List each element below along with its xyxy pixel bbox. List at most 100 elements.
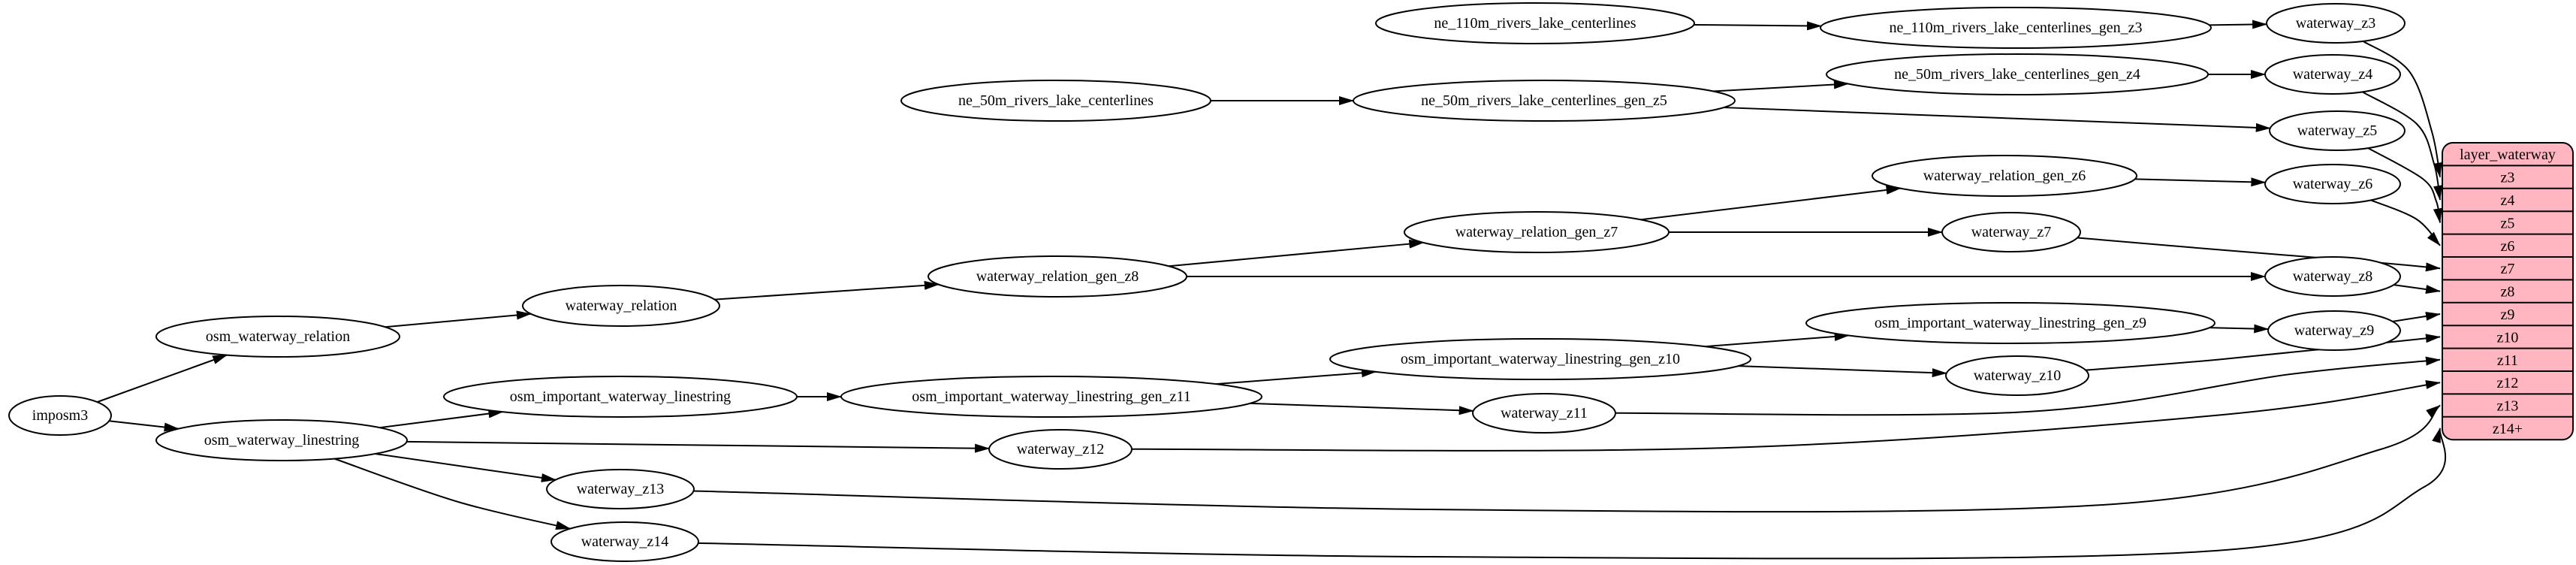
- node-label-osm_important_waterway_linestring: osm_important_waterway_linestring: [510, 388, 731, 405]
- node-waterway_z8: waterway_z8: [2264, 256, 2401, 297]
- edge-ne_110m_rivers_lake_centerlines-to-ne_110m_rivers_lake_centerlines_gen_z3: [1694, 21, 1823, 31]
- node-ellipse-osm_waterway_linestring: [155, 419, 408, 461]
- table-row-z6: z6: [2501, 238, 2515, 255]
- node-ellipse-osm_important_waterway_linestring_gen_z11: [840, 376, 1262, 418]
- edges-layer: [97, 20, 2447, 560]
- node-ellipse-waterway_relation_gen_z6: [1872, 155, 2137, 197]
- edge-imposm3-to-osm_waterway_linestring: [109, 420, 179, 432]
- node-ellipse-ne_110m_rivers_lake_centerlines_gen_z3: [1820, 7, 2212, 49]
- node-label-waterway_z10: waterway_z10: [1974, 367, 2062, 384]
- nodes-layer: imposm3 osm_waterway_relation osm_waterway…: [8, 2, 2406, 562]
- node-label-ne_50m_rivers_lake_centerlines: ne_50m_rivers_lake_centerlines: [958, 92, 1154, 109]
- edge-osm_important_waterway_linestring_gen_z9-to-waterway_z9: [2209, 324, 2270, 334]
- edge-waterway_z13-to-row-z13: [693, 404, 2441, 513]
- node-label-waterway_z6: waterway_z6: [2293, 176, 2373, 192]
- node-label-waterway_z12: waterway_z12: [1017, 441, 1105, 458]
- node-ellipse-waterway_z8: [2264, 256, 2401, 297]
- edge-ne_50m_rivers_lake_centerlines_gen_z5-to-ne_50m_rivers_lake_centerlines_gen_z4: [1713, 80, 1849, 92]
- edge-imposm3-to-osm_waterway_relation: [97, 354, 228, 403]
- edge-waterway_z8-to-row-z8: [2394, 284, 2441, 294]
- node-label-waterway_relation_gen_z8: waterway_relation_gen_z8: [976, 268, 1139, 285]
- edge-waterway_relation_gen_z8-to-waterway_relation_gen_z7: [1169, 239, 1425, 267]
- edge-osm_waterway_linestring-to-waterway_z12: [406, 440, 991, 453]
- node-ellipse-waterway_z14: [550, 521, 699, 562]
- node-label-waterway_relation_gen_z6: waterway_relation_gen_z6: [1923, 168, 2086, 184]
- node-osm_important_waterway_linestring: osm_important_waterway_linestring: [443, 376, 798, 418]
- node-ellipse-waterway_z9: [2267, 310, 2401, 351]
- edge-osm_waterway_relation-to-waterway_relation: [385, 310, 532, 328]
- node-waterway_z11: waterway_z11: [1472, 393, 1616, 434]
- node-ne_50m_rivers_lake_centerlines_gen_z4: ne_50m_rivers_lake_centerlines_gen_z4: [1826, 53, 2209, 95]
- edge-waterway_relation-to-waterway_relation_gen_z8: [714, 280, 940, 301]
- node-waterway_z13: waterway_z13: [546, 469, 695, 509]
- edge-waterway_z5-to-row-z5: [2367, 147, 2442, 224]
- table-row-z13: z13: [2497, 398, 2519, 415]
- node-osm_important_waterway_linestring_gen_z11: osm_important_waterway_linestring_gen_z1…: [840, 376, 1262, 418]
- node-label-ne_50m_rivers_lake_centerlines_gen_z5: ne_50m_rivers_lake_centerlines_gen_z5: [1421, 92, 1667, 109]
- node-ellipse-waterway_relation_gen_z7: [1404, 211, 1670, 253]
- edge-waterway_z7-to-row-z7: [2077, 237, 2441, 272]
- edge-osm_important_waterway_linestring_gen_z10-to-waterway_z10: [1738, 365, 1947, 378]
- node-ellipse-waterway_z13: [546, 469, 695, 509]
- edge-osm_important_waterway_linestring_gen_z11-to-osm_important_waterway_linestring_gen_z10: [1215, 368, 1377, 385]
- node-ellipse-ne_50m_rivers_lake_centerlines_gen_z5: [1353, 80, 1736, 122]
- node-imposm3: imposm3: [8, 395, 112, 436]
- edge-osm_important_waterway_linestring_gen_z11-to-waterway_z11: [1250, 402, 1474, 415]
- edge-waterway_z9-to-row-z9: [2392, 312, 2441, 322]
- table-row-z11: z11: [2497, 352, 2518, 369]
- node-waterway_z6: waterway_z6: [2264, 164, 2401, 204]
- node-waterway_z14: waterway_z14: [550, 521, 699, 562]
- table-row-z5: z5: [2501, 215, 2515, 231]
- table-row-z3: z3: [2501, 170, 2515, 186]
- node-label-osm_waterway_linestring: osm_waterway_linestring: [204, 432, 360, 449]
- node-ellipse-waterway_z6: [2264, 164, 2401, 204]
- node-ellipse-ne_50m_rivers_lake_centerlines: [900, 80, 1211, 122]
- edge-waterway_z6-to-row-z6: [2370, 199, 2441, 246]
- layer-waterway-table: layer_waterwayz3z4z5z6z7z8z9z10z11z12z13…: [2442, 142, 2574, 441]
- node-waterway_z7: waterway_z7: [1941, 212, 2081, 252]
- node-ne_50m_rivers_lake_centerlines_gen_z5: ne_50m_rivers_lake_centerlines_gen_z5: [1353, 80, 1736, 122]
- node-ellipse-waterway_z11: [1472, 393, 1616, 434]
- edge-waterway_z4-to-row-z4: [2362, 91, 2442, 201]
- edge-waterway_z10-to-row-z10: [2086, 334, 2441, 371]
- node-ellipse-waterway_z7: [1941, 212, 2081, 252]
- node-label-waterway_z3: waterway_z3: [2296, 15, 2376, 32]
- node-label-waterway_z9: waterway_z9: [2294, 322, 2375, 339]
- table-row-z7: z7: [2501, 261, 2515, 277]
- node-osm_waterway_linestring: osm_waterway_linestring: [155, 419, 408, 461]
- node-label-waterway_z8: waterway_z8: [2293, 268, 2373, 285]
- node-label-waterway_z13: waterway_z13: [577, 481, 665, 497]
- node-label-osm_important_waterway_linestring_gen_z9: osm_important_waterway_linestring_gen_z9: [1875, 315, 2146, 331]
- node-waterway_z9: waterway_z9: [2267, 310, 2401, 351]
- node-label-waterway_z5: waterway_z5: [2297, 122, 2378, 139]
- node-ellipse-ne_110m_rivers_lake_centerlines: [1375, 2, 1695, 44]
- table-row-z14+: z14+: [2493, 421, 2523, 437]
- edge-osm_waterway_linestring-to-osm_important_waterway_linestring: [379, 409, 504, 429]
- table-row-z10: z10: [2497, 329, 2519, 346]
- node-waterway_relation_gen_z8: waterway_relation_gen_z8: [928, 255, 1187, 298]
- node-waterway_relation: waterway_relation: [522, 285, 720, 327]
- node-label-osm_important_waterway_linestring_gen_z11: osm_important_waterway_linestring_gen_z1…: [912, 388, 1190, 405]
- edge-ne_50m_rivers_lake_centerlines_gen_z5-to-waterway_z5: [1724, 107, 2271, 132]
- node-label-waterway_relation: waterway_relation: [566, 298, 677, 314]
- node-label-osm_waterway_relation: osm_waterway_relation: [206, 328, 350, 345]
- edge-waterway_z14-to-row-z14+: [698, 428, 2447, 560]
- node-label-waterway_z7: waterway_z7: [1971, 224, 2052, 240]
- table-row-z9: z9: [2501, 307, 2515, 323]
- node-osm_waterway_relation: osm_waterway_relation: [155, 316, 400, 358]
- node-ne_50m_rivers_lake_centerlines: ne_50m_rivers_lake_centerlines: [900, 80, 1211, 122]
- node-ellipse-waterway_z3: [2266, 3, 2406, 44]
- edge-waterway_z11-to-row-z11: [1615, 356, 2441, 416]
- node-ellipse-ne_50m_rivers_lake_centerlines_gen_z4: [1826, 53, 2209, 95]
- edge-osm_waterway_linestring-to-waterway_z14: [333, 458, 572, 530]
- node-label-waterway_z14: waterway_z14: [581, 533, 669, 550]
- node-ellipse-osm_important_waterway_linestring_gen_z9: [1805, 302, 2216, 344]
- table-title: layer_waterway: [2460, 147, 2556, 163]
- edge-waterway_relation_gen_z7-to-waterway_relation_gen_z6: [1640, 185, 1902, 221]
- node-ne_110m_rivers_lake_centerlines: ne_110m_rivers_lake_centerlines: [1375, 2, 1695, 44]
- node-label-waterway_z4: waterway_z4: [2293, 66, 2373, 83]
- table-row-z8: z8: [2501, 284, 2515, 301]
- node-ellipse-waterway_relation: [522, 285, 720, 327]
